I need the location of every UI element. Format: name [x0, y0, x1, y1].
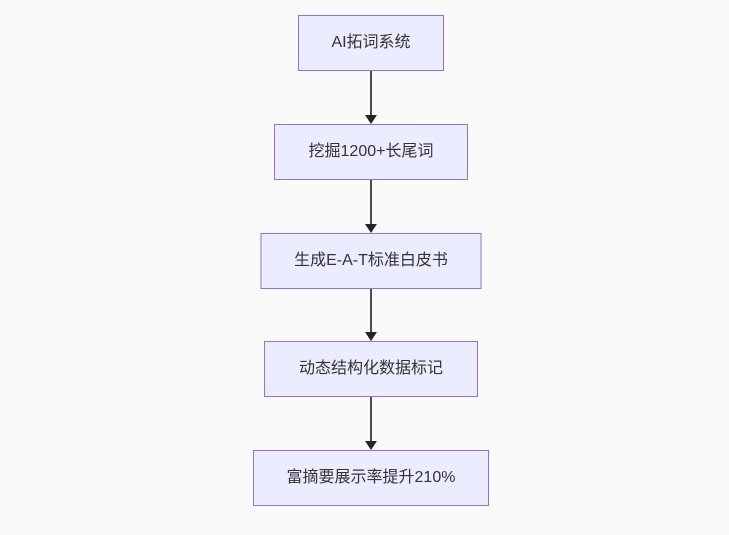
flow-arrow-1 [364, 71, 378, 124]
arrowhead-down-icon [365, 115, 377, 124]
flow-node-structured-data-markup: 动态结构化数据标记 [264, 341, 478, 397]
flow-node-rich-snippet-rate: 富摘要展示率提升210% [253, 450, 489, 506]
flow-arrow-3 [364, 289, 378, 341]
arrow-line [370, 71, 372, 116]
arrow-line [370, 289, 372, 333]
node-label: 动态结构化数据标记 [298, 360, 443, 377]
arrowhead-down-icon [365, 224, 377, 233]
arrow-line [370, 180, 372, 225]
node-label: AI拓词系统 [331, 34, 411, 51]
arrowhead-down-icon [365, 332, 377, 341]
flow-node-ai-word-expansion-system: AI拓词系统 [298, 15, 444, 71]
node-label: 生成E-A-T标准白皮书 [294, 252, 448, 269]
arrowhead-down-icon [365, 441, 377, 450]
node-label: 挖掘1200+长尾词 [308, 143, 434, 160]
node-label: 富摘要展示率提升210% [286, 469, 456, 486]
arrow-line [370, 397, 372, 442]
flow-node-longtail-keywords: 挖掘1200+长尾词 [274, 124, 468, 180]
flow-arrow-2 [364, 180, 378, 233]
flow-node-eat-whitepaper: 生成E-A-T标准白皮书 [260, 233, 482, 289]
flow-arrow-4 [364, 397, 378, 450]
